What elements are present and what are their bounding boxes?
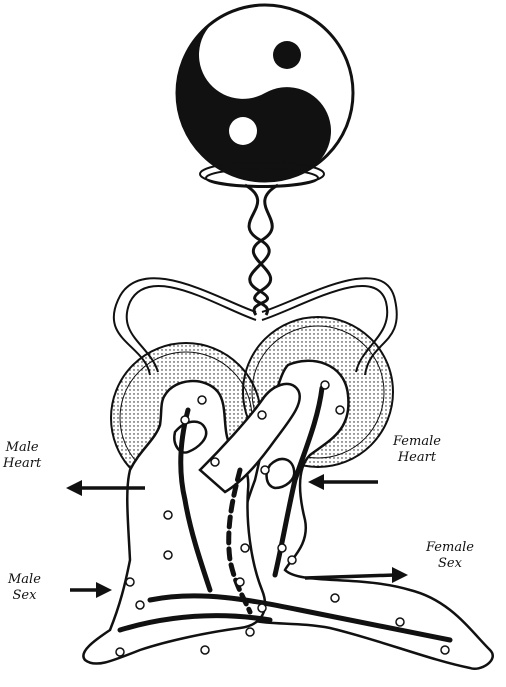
yin-yang-icon [145, 0, 353, 213]
female-sex-label-line1: Female [426, 540, 474, 556]
male-sex-label: Male Sex [8, 572, 41, 604]
female-sex-label: Female Sex [426, 540, 474, 572]
male-heart-label: Male Heart [3, 440, 41, 472]
female-heart-label: Female Heart [393, 434, 441, 466]
twisted-cord [245, 185, 278, 315]
female-heart-label-line2: Heart [393, 450, 441, 466]
male-heart-label-line2: Heart [3, 456, 41, 472]
male-sex-arrow [70, 582, 112, 598]
male-sex-label-line1: Male [8, 572, 41, 588]
male-sex-label-line2: Sex [8, 588, 41, 604]
female-heart-arrow [308, 474, 378, 490]
female-sex-label-line2: Sex [426, 556, 474, 572]
female-heart-label-line1: Female [393, 434, 441, 450]
male-heart-label-line1: Male [3, 440, 41, 456]
